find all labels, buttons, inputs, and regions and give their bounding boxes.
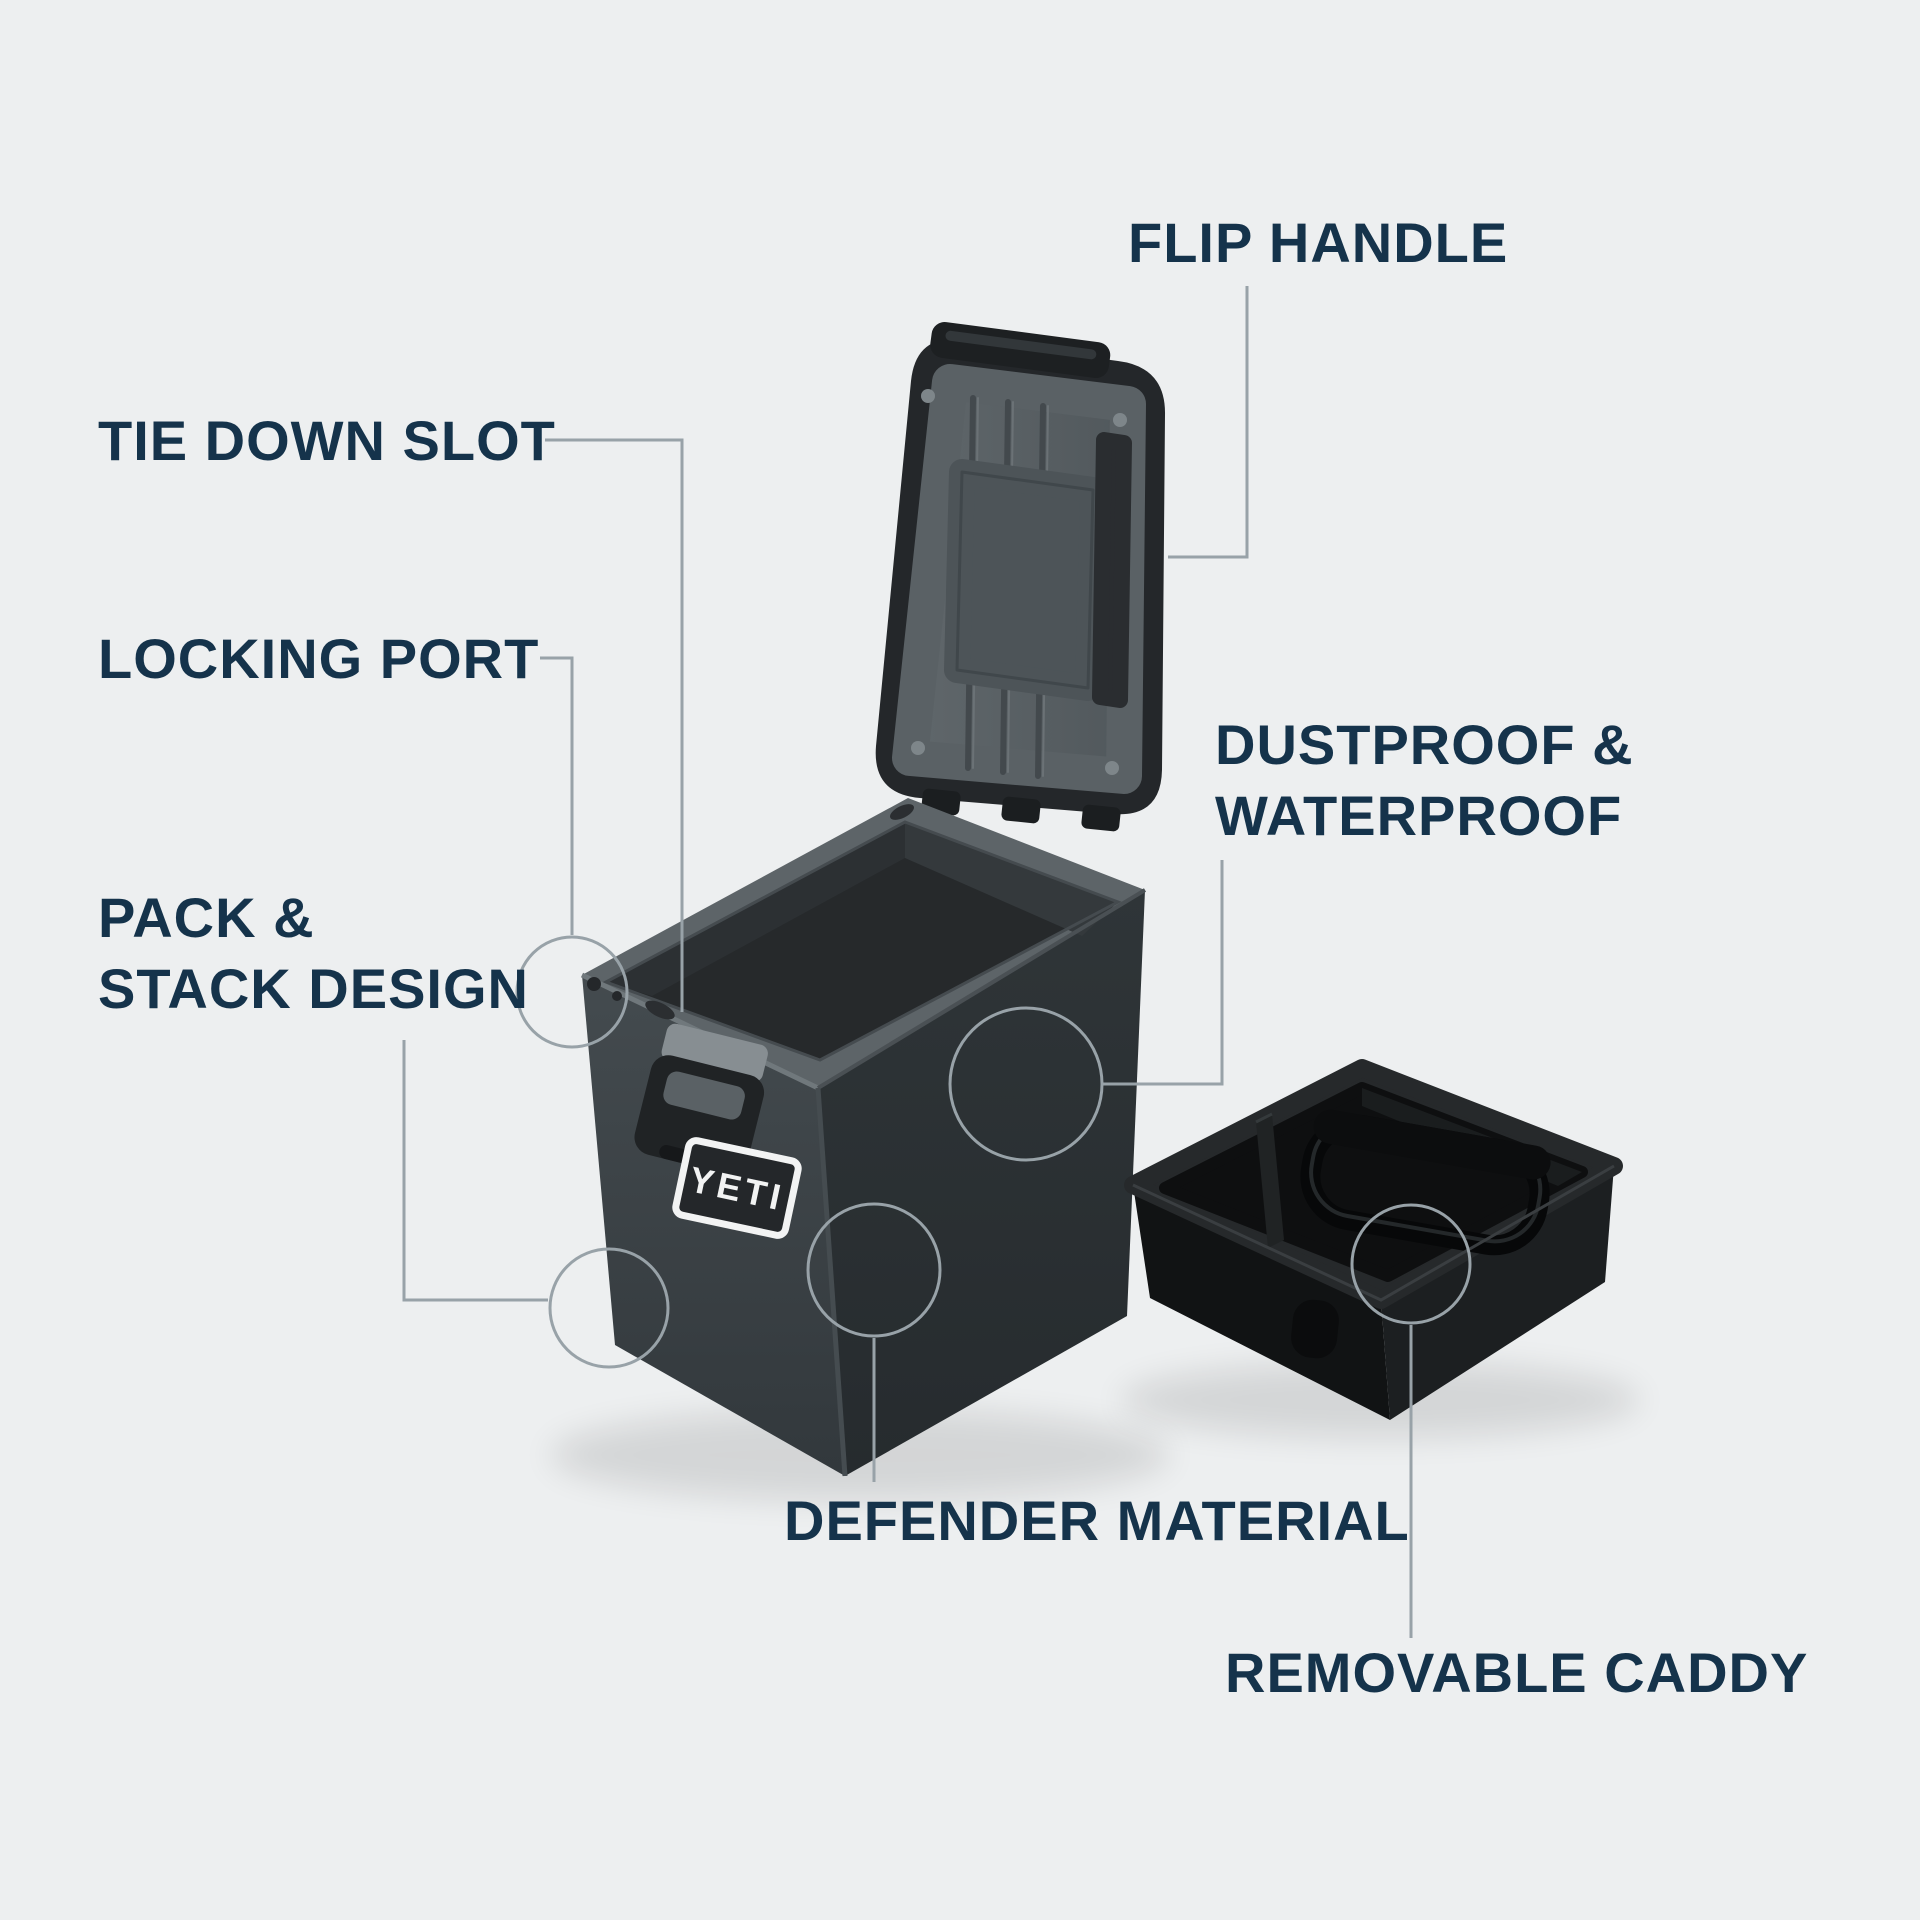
pack-stack-line <box>402 1040 548 1302</box>
flip-handle-line <box>1168 286 1249 559</box>
label-pack-stack-line2: STACK DESIGN <box>98 957 529 1020</box>
locking-port-circle <box>515 935 629 1049</box>
callout-lines <box>402 286 1413 1638</box>
caddy-front-right-wall <box>1381 1166 1614 1420</box>
tie-down-slot <box>645 1000 675 1020</box>
box-rim-lip <box>602 820 1122 1062</box>
caddy-notch <box>1291 1299 1339 1359</box>
removable-caddy <box>1124 1059 1623 1420</box>
pack-stack-circle <box>548 1247 670 1369</box>
locking-port-line <box>540 656 574 935</box>
callout-circles <box>515 935 1472 1369</box>
dustproof-line <box>1102 860 1224 1086</box>
label-dustproof-line2: WATERPROOF <box>1215 784 1622 847</box>
box-front-corner-edge <box>815 1087 848 1477</box>
caddy-divider-edge <box>1255 1112 1273 1124</box>
label-tie-down-slot: TIE DOWN SLOT <box>98 409 556 472</box>
caddy-divider <box>1256 1114 1284 1248</box>
caddy-handle <box>1300 1109 1551 1256</box>
defender-circle <box>806 1202 942 1338</box>
box-interior-back-wall <box>905 822 1118 936</box>
label-defender-material: DEFENDER MATERIAL <box>784 1489 1410 1552</box>
lid-recess-edge <box>955 470 1095 690</box>
lid-recess <box>944 459 1106 701</box>
flip-handle <box>930 322 1111 379</box>
lid-screws <box>911 389 1127 775</box>
locking-port-hole <box>587 977 601 991</box>
label-locking-port: LOCKING PORT <box>98 627 539 690</box>
rim-front-right-edge <box>816 888 1147 1090</box>
label-pack-stack-line1: PACK & <box>98 886 315 949</box>
yeti-badge: YETI <box>672 1137 802 1239</box>
locking-port-hole-2 <box>612 991 622 1001</box>
gobox-lid <box>875 322 1166 815</box>
tie-down-slot-rear <box>890 804 914 820</box>
caddy-rim-highlight <box>1132 1164 1615 1302</box>
lid-handle-slot <box>1092 432 1132 708</box>
label-dustproof-line1: DUSTPROOF & <box>1215 713 1634 776</box>
caddy-circle <box>1350 1203 1472 1325</box>
callout-labels: FLIP HANDLE TIE DOWN SLOT LOCKING PORT P… <box>98 211 1808 1704</box>
label-flip-handle: FLIP HANDLE <box>1128 211 1508 274</box>
label-removable-caddy: REMOVABLE CADDY <box>1225 1641 1808 1704</box>
tie-down-line <box>545 438 684 1012</box>
caddy-front-left-wall <box>1133 1185 1390 1420</box>
